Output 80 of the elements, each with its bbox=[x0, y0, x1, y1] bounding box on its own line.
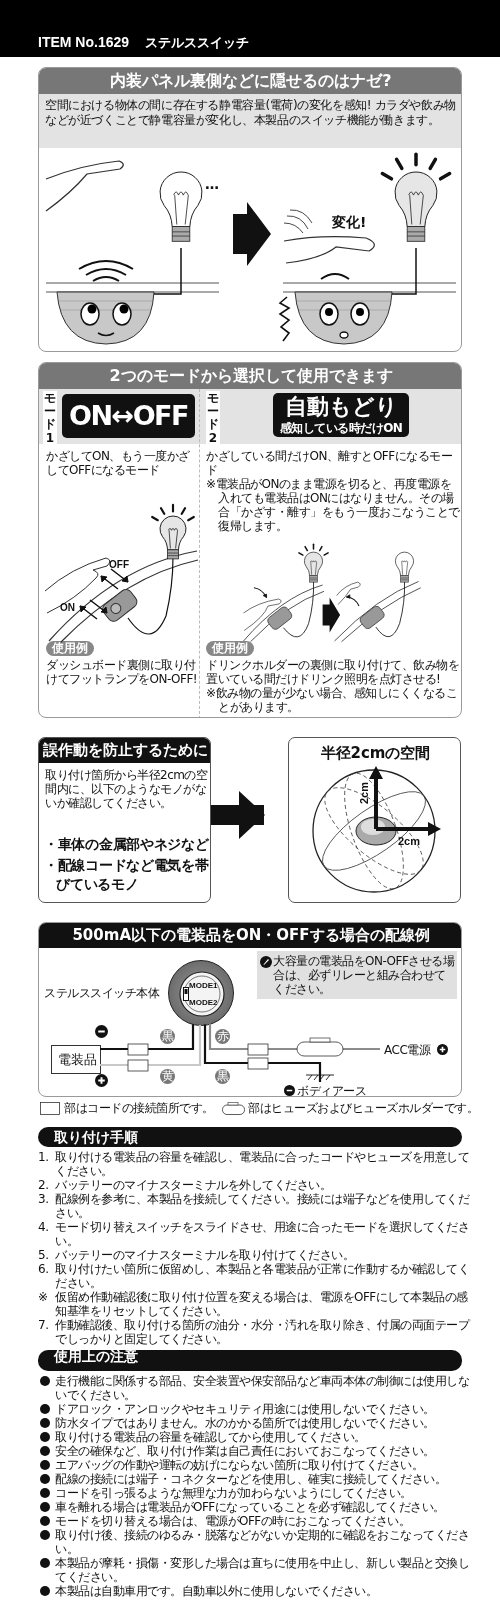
panel-heading: 500mA以下の電装品をON・OFFする場合の配線例 bbox=[39, 923, 461, 948]
mode-tab: モード2 bbox=[206, 391, 220, 445]
step-text: バッテリーのマイナスターミナルを取り付けてください。 bbox=[55, 1248, 355, 1262]
caution-text: 配線の接続には端子・コネクターなどを使用し、確実に接続してください。 bbox=[55, 1472, 447, 1486]
usage-tag: 使用例 bbox=[46, 641, 94, 656]
notice-card bbox=[38, 737, 211, 903]
description-text: 空間における物体の間に存在する静電容量(電荷)の変化を感知! カラダや飲み物などが近づくことで静電容量が変化し、本製品のスイッチ機能が働きます。 bbox=[39, 94, 461, 148]
caution-text: コードを引っ張るような無理な力が加わらないようにしてください。 bbox=[55, 1486, 413, 1500]
direction-label: OFF bbox=[109, 559, 130, 570]
mode-subtitle: 感知している時だけON bbox=[273, 420, 409, 437]
legend-text: 部はコードの接続箇所です。 bbox=[64, 1101, 215, 1115]
section-heading-bar bbox=[38, 1127, 462, 1147]
caution-text: 取り付け後、接続のゆるみ・脱落などがないか定期的に確認をおこなってください。 bbox=[55, 1528, 470, 1556]
body-text: ドリンクホルダーの裏側に取り付けて、飲み物を置いている間だけドリンク照明を点灯させる! bbox=[206, 658, 460, 686]
arrow bbox=[211, 791, 265, 839]
step-number: 4. bbox=[38, 1220, 50, 1234]
legend-text: 部はヒューズおよびヒューズホルダーです。 bbox=[248, 1101, 479, 1115]
step-text: モード切り替えスイッチをスライドさせ、用途に合ったモードを選択してください。 bbox=[55, 1220, 470, 1248]
step-number: 6. bbox=[38, 1262, 50, 1276]
step-text: 取り付けたい箇所に仮留めし、本製品と各電装品が正常に作動するか確認してください。 bbox=[55, 1262, 470, 1290]
wiring-panel bbox=[38, 922, 462, 1097]
step-number: 3. bbox=[38, 1192, 50, 1206]
caution-text: 車を離れる場合は電装品がOFFになっていることを必ず確認してください。 bbox=[55, 1500, 446, 1514]
sphere-card bbox=[288, 737, 461, 903]
section-heading: 使用上の注意 bbox=[54, 1347, 139, 1366]
body-text: ダッシュボード裏側に取り付けてフットランプをON-OFF! bbox=[46, 658, 198, 686]
panel-heading: 内装パネル裏側などに隠せるのはナゼ? bbox=[39, 68, 461, 94]
step-text: バッテリーのマイナスターミナルを外してください。 bbox=[55, 1178, 332, 1192]
caution-text: 安全の確保など、取り付け作業は自己責任においておこなってください。 bbox=[55, 1444, 436, 1458]
caution-text: エアバッグの作動や運転の妨げにならない箇所に取り付けてください。 bbox=[55, 1458, 424, 1472]
usage-tag: 使用例 bbox=[206, 641, 254, 656]
caution-text: 取り付ける電装品の容量を確認してから使用してください。 bbox=[55, 1430, 367, 1444]
bullet-text: ・配線コードなど電気を帯びているモノ bbox=[44, 856, 210, 894]
caution-text: ドアロック・アンロックやセキュリティ用途には使用しないでください。 bbox=[55, 1402, 436, 1416]
mode-label: MODE1 bbox=[189, 981, 219, 990]
caution-text: 本製品が摩耗・損傷・変形した場合は直ちに使用を中止し、新しい製品と交換してください。 bbox=[55, 1556, 470, 1584]
body-text: かざしてON、もう一度かざしてOFFになるモード bbox=[46, 449, 191, 477]
mode-title: 自動もどり bbox=[273, 393, 409, 420]
product-title: ステルススイッチ bbox=[145, 34, 250, 52]
terminal-label: ボディアース bbox=[297, 1084, 367, 1096]
panel-heading: 2つのモードから選択して使用できます bbox=[39, 363, 461, 389]
mode-title: ON↔OFF bbox=[62, 394, 195, 438]
body-text: かざしている間だけON、離すとOFFになるモード bbox=[206, 449, 454, 477]
caption-text: ステルススイッチ本体 bbox=[44, 986, 161, 1000]
step-number: 1. bbox=[38, 1150, 50, 1164]
dimension-label: 2cm bbox=[358, 781, 370, 805]
section-heading-bar bbox=[38, 1350, 462, 1371]
ellipsis-text: … bbox=[205, 176, 220, 192]
note-box bbox=[257, 951, 457, 999]
mode-tab: モード1 bbox=[43, 391, 57, 445]
body-text: 取り付け箇所から半径2cmの空間内に、以下のようなモノがないか確認してください。 bbox=[45, 768, 209, 810]
wire bbox=[203, 1024, 322, 1082]
device-box bbox=[51, 1045, 101, 1074]
dimension-label: 2cm bbox=[398, 835, 422, 847]
step-text: 仮留め作動確認後に取り付け位置を変える場合は、電源をOFFにして本製品の感知基準をリセットしてください。 bbox=[55, 1290, 469, 1318]
card-heading: 誤作動を防止するために bbox=[39, 738, 210, 763]
caution-text: 本製品は自動車用です。自動車以外に使用しないでください。 bbox=[55, 1584, 378, 1598]
note-text: 大容量の電装品をON-OFFさせる場合は、必ずリレーと組み合わせてください。 bbox=[273, 954, 455, 996]
section-heading: 取り付け手順 bbox=[54, 1128, 139, 1147]
mode-panel bbox=[38, 362, 462, 718]
terminal-label: ACC電源 bbox=[384, 1043, 432, 1058]
info-panel bbox=[38, 67, 462, 352]
step-text: 配線例を参考に、本製品を接続してください。接続には端子などを使用してください。 bbox=[55, 1192, 470, 1220]
wire bbox=[100, 1025, 202, 1067]
caution-text: 防水タイプではありません。水のかかる箇所では使用しないでください。 bbox=[55, 1416, 436, 1430]
item-number: ITEM No.1629 bbox=[38, 34, 131, 50]
step-number: 2. bbox=[38, 1178, 50, 1192]
step-number: 7. bbox=[38, 1318, 50, 1332]
card-heading: 半径2cmの空間 bbox=[319, 743, 432, 763]
wire bbox=[100, 1024, 195, 1051]
step-number: ※ bbox=[38, 1290, 49, 1304]
mode-label: MODE2 bbox=[189, 998, 219, 1007]
direction-label: ON bbox=[60, 602, 76, 613]
note-text: ※電装品がONのまま電源を切ると、再度電源を入れても電装品はONにはなりません。その場合「かざす・離す」をもう一度おこなうことで復帰します。 bbox=[206, 477, 461, 533]
exclamation-text: 変化! bbox=[332, 214, 368, 232]
device-label: 電装品 bbox=[56, 1051, 98, 1069]
bullet-text: ・車体の金属部やネジなど bbox=[44, 835, 210, 854]
step-number: 5. bbox=[38, 1248, 50, 1262]
note-text: ※飲み物の量が少ない場合、感知しにくくなることがあります。 bbox=[206, 686, 459, 714]
caution-text: モードを切り替える場合は、電源がOFFの時におこなってください。 bbox=[55, 1514, 412, 1528]
